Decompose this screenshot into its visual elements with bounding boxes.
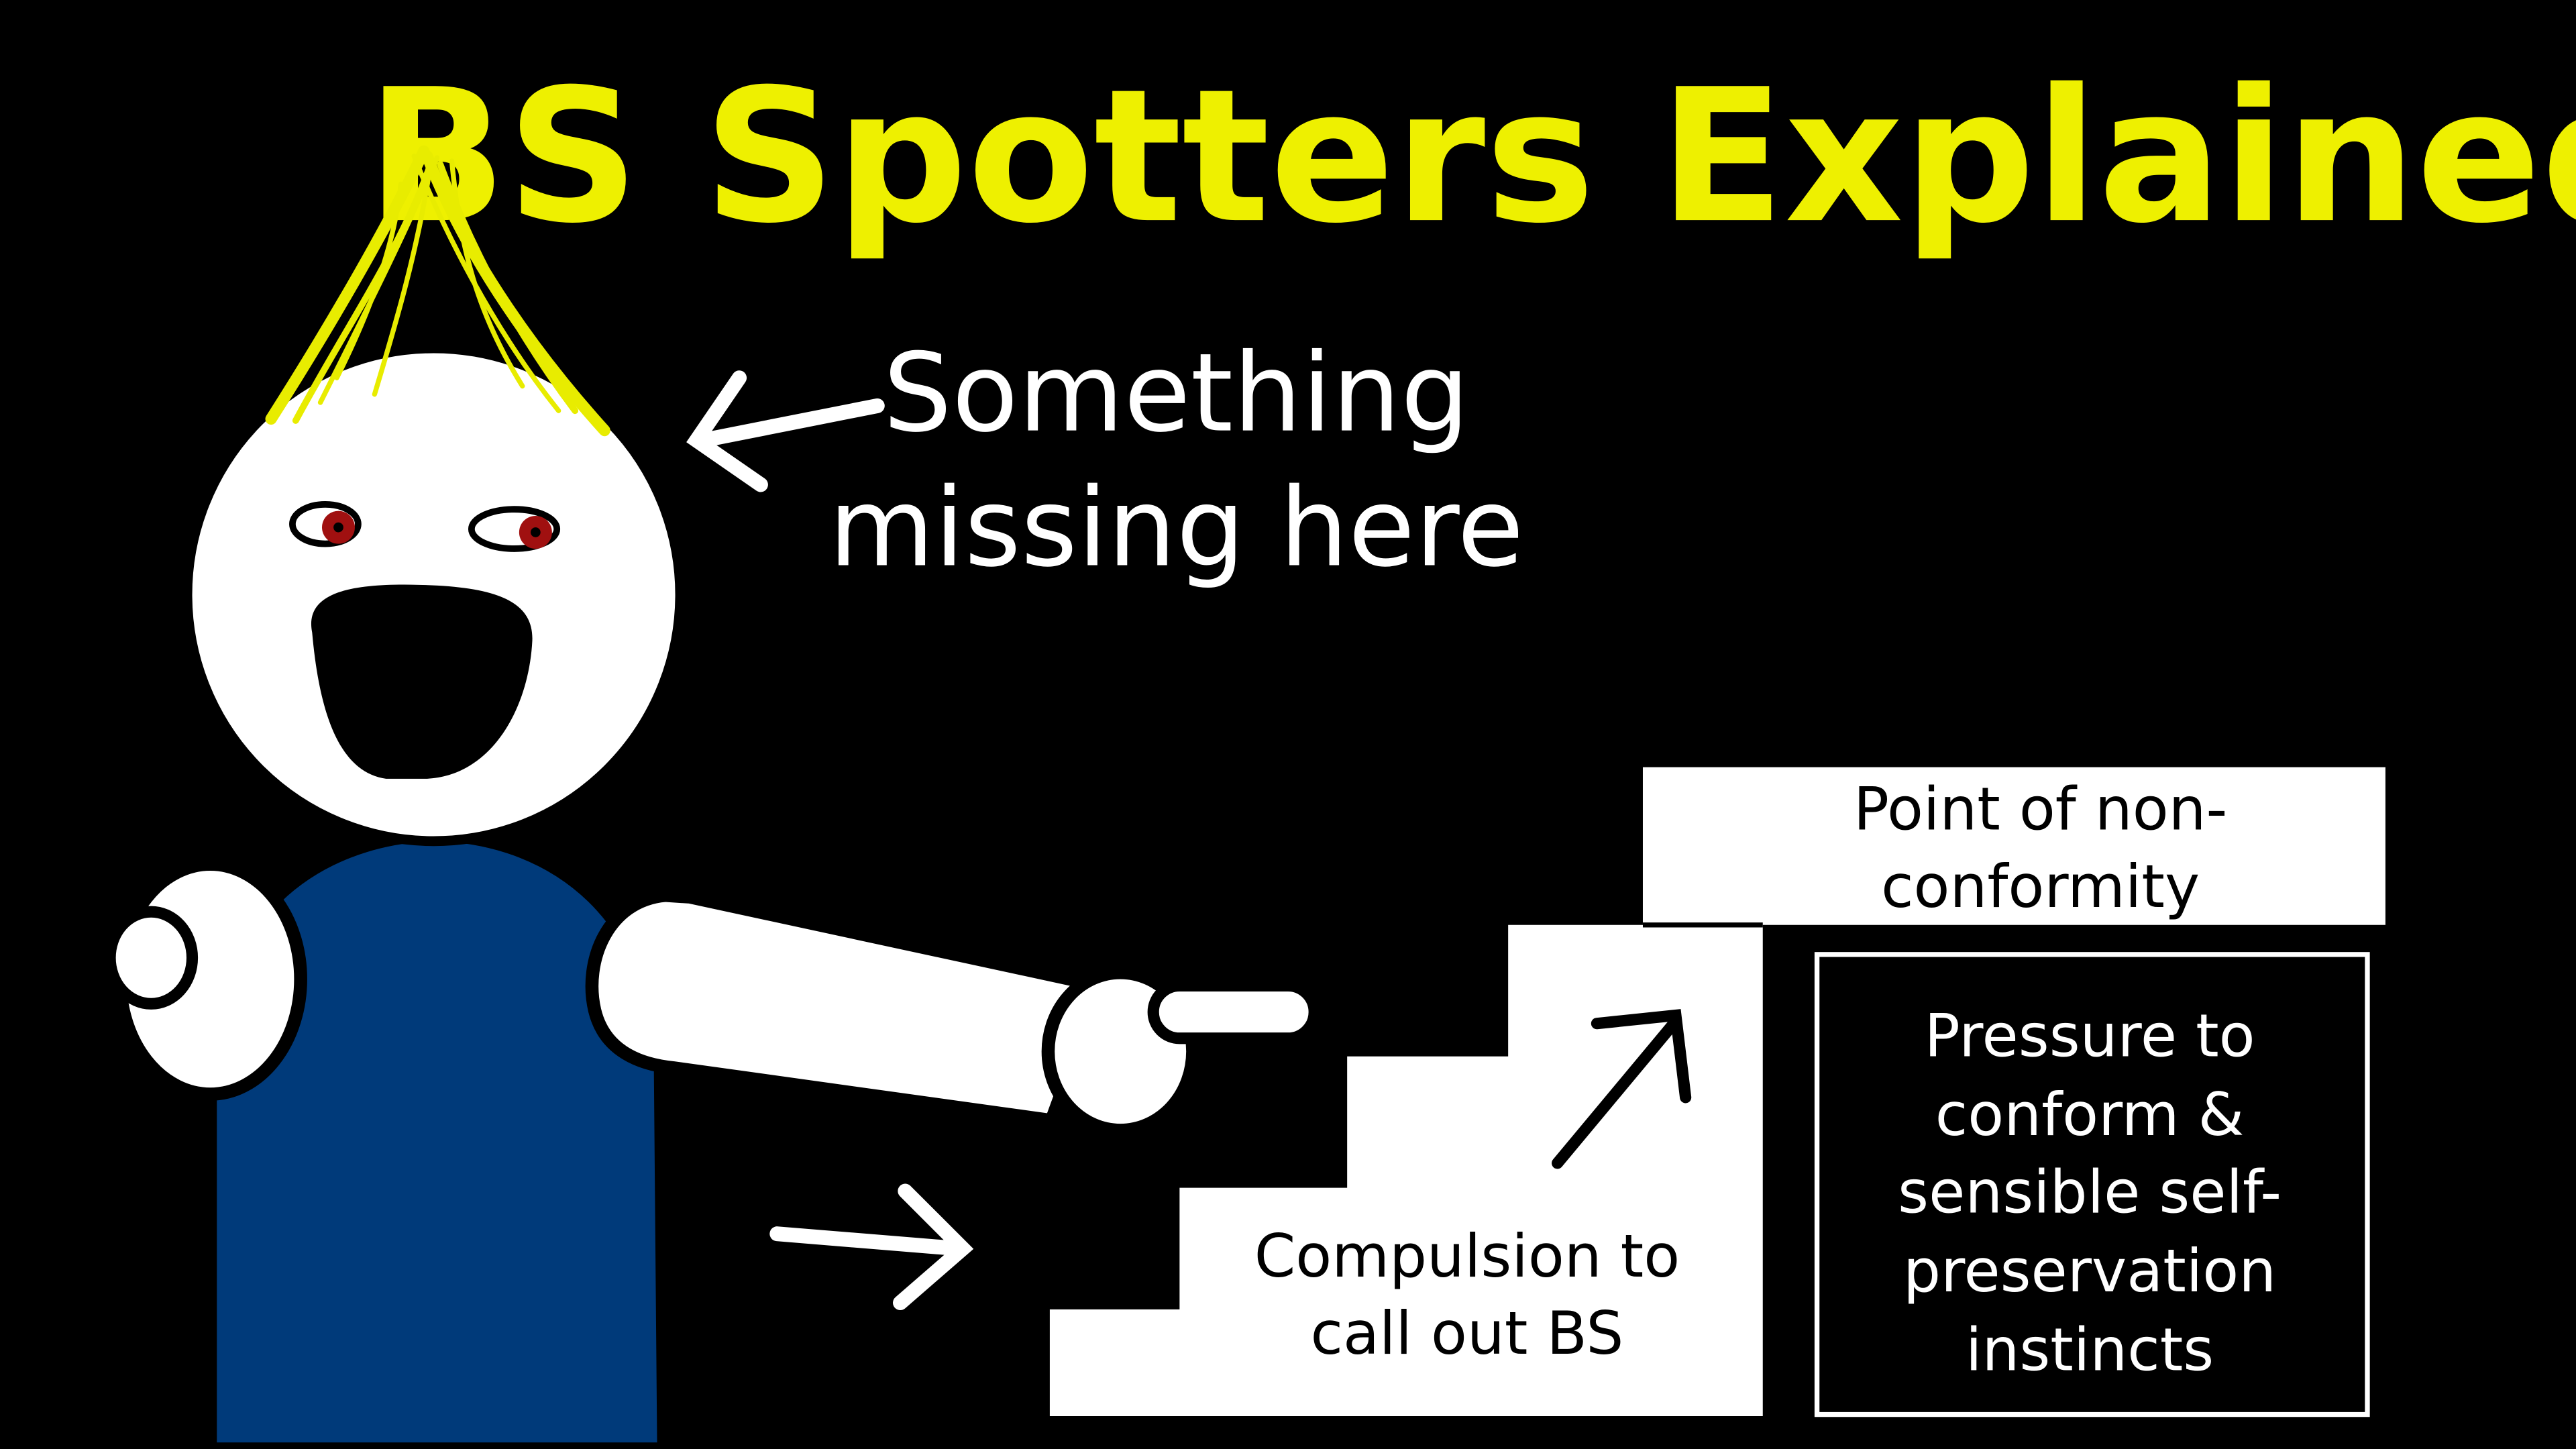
character bbox=[104, 145, 1320, 1449]
left-arrow-icon bbox=[686, 370, 885, 492]
top-step-label-line2: conformity bbox=[1881, 852, 2200, 921]
right-arrow-icon bbox=[769, 1183, 974, 1311]
left-eye bbox=[289, 500, 362, 547]
pressure-box-line3: sensible self- bbox=[1898, 1157, 2282, 1226]
page-title: BS Spotters Explained bbox=[366, 49, 2576, 264]
mouth bbox=[311, 584, 533, 779]
pressure-box-line4: preservation bbox=[1903, 1236, 2276, 1305]
pointing-finger bbox=[1147, 979, 1320, 1044]
callout-line2: missing here bbox=[828, 465, 1523, 591]
compulsion-label-line2: call out BS bbox=[1311, 1299, 1624, 1368]
pressure-box-line2: conform & bbox=[1935, 1080, 2245, 1149]
pressure-box-line1: Pressure to bbox=[1925, 1002, 2255, 1071]
right-eye bbox=[468, 506, 561, 552]
pressure-box-border bbox=[1814, 952, 2370, 1417]
pointing-arm bbox=[585, 888, 1110, 1128]
hair bbox=[265, 145, 610, 437]
pressure-box: Pressure to conform & sensible self- pre… bbox=[1814, 952, 2370, 1417]
pressure-box-line5: instincts bbox=[1966, 1315, 2214, 1384]
callout-line1: Something bbox=[883, 331, 1469, 457]
left-thumb bbox=[104, 906, 199, 1010]
stairs-shape bbox=[1049, 767, 2385, 1417]
compulsion-label-line1: Compulsion to bbox=[1254, 1222, 1680, 1291]
staircase: Point of non- conformity Compulsion to c… bbox=[1049, 767, 2385, 1417]
top-step-label-line1: Point of non- bbox=[1854, 775, 2227, 844]
diagonal-up-arrow-icon bbox=[1552, 1009, 1692, 1169]
